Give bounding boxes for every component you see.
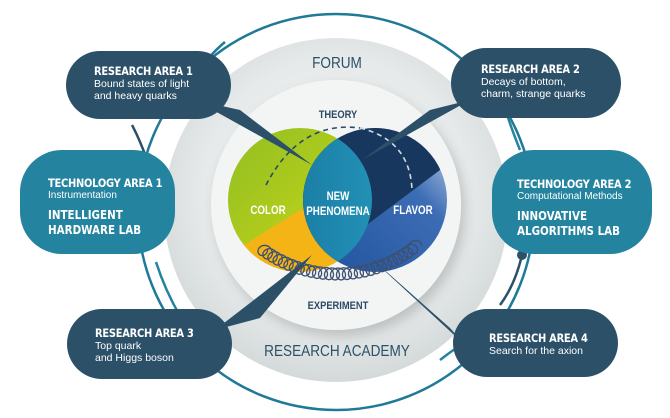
venn-center-line1: NEW (327, 190, 351, 203)
theory-dashed-arc (265, 126, 413, 191)
research-area-4-card[interactable]: RESEARCH AREA 4 Search for the axion (453, 309, 618, 377)
research-area-3-line2: and Higgs boson (95, 352, 174, 364)
gluon-spring-icon (257, 240, 423, 281)
technology-area-2-title: TECHNOLOGY AREA 2 (517, 177, 632, 191)
research-area-2-line1: Decays of bottom, (481, 76, 566, 88)
research-area-1-title: RESEARCH AREA 1 (94, 64, 193, 78)
venn-color-label: COLOR (250, 204, 286, 217)
technology-area-1-card[interactable]: TECHNOLOGY AREA 1 Instrumentation INTELL… (20, 150, 175, 254)
research-academy-label: RESEARCH ACADEMY (264, 343, 410, 360)
technology-area-1-title: TECHNOLOGY AREA 1 (48, 176, 163, 190)
venn-center-line2: PHENOMENA (306, 205, 370, 218)
venn-flavor-label: FLAVOR (393, 204, 433, 217)
research-area-3-title: RESEARCH AREA 3 (95, 326, 194, 340)
theory-label: THEORY (319, 109, 358, 121)
technology-area-2-card[interactable]: TECHNOLOGY AREA 2 Computational Methods … (492, 150, 652, 254)
research-area-3-card[interactable]: RESEARCH AREA 3 Top quark and Higgs boso… (67, 309, 232, 379)
technology-area-1-subtitle: Instrumentation (48, 190, 117, 201)
research-area-2-title: RESEARCH AREA 2 (481, 62, 580, 76)
connector-spike-3 (215, 255, 312, 330)
experiment-label: EXPERIMENT (308, 300, 369, 312)
connector-spike-4 (362, 250, 465, 345)
venn-center-lens (303, 128, 372, 272)
research-area-4-line1: Search for the axion (489, 345, 583, 357)
connector-spike-1 (195, 100, 312, 165)
technology-area-1-lab-line2: HARDWARE LAB (48, 223, 142, 237)
research-area-1-line1: Bound states of light (94, 78, 190, 90)
research-area-4-title: RESEARCH AREA 4 (489, 331, 588, 345)
research-area-3-line1: Top quark (95, 340, 142, 352)
research-area-1-line2: and heavy quarks (94, 90, 177, 102)
technology-area-2-lab-line1: INNOVATIVE (517, 209, 588, 223)
technology-area-2-subtitle: Computational Methods (517, 191, 623, 202)
research-area-2-card[interactable]: RESEARCH AREA 2 Decays of bottom, charm,… (451, 48, 621, 118)
technology-area-2-lab-line2: ALGORITHMS LAB (517, 224, 620, 238)
research-area-1-card[interactable]: RESEARCH AREA 1 Bound states of light an… (66, 51, 231, 119)
connector-spike-2 (362, 100, 470, 160)
research-area-2-line2: charm, strange quarks (481, 88, 586, 100)
forum-label: FORUM (312, 55, 362, 72)
technology-area-1-lab-line1: INTELLIGENT (48, 208, 123, 222)
